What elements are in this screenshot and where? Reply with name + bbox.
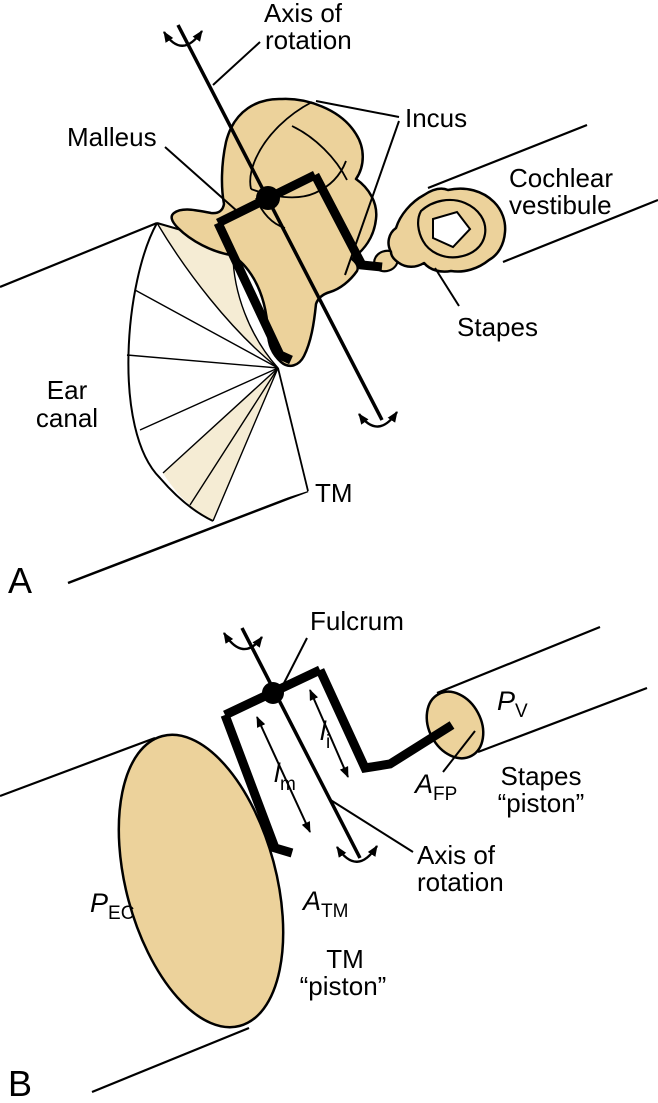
malleus-lever-arm-label: lm	[274, 758, 296, 795]
fan-line	[162, 367, 279, 474]
malleus-leader	[164, 146, 238, 212]
cochlear-vestibule-label-line2: vestibule	[509, 190, 612, 220]
axis-of-rotation-label-b-line1: Axis of	[417, 840, 496, 870]
panel-b: Fulcrum PV AFP Stapes “piston” Axis of r…	[0, 606, 648, 1103]
footplate-area-symbol: A	[413, 769, 433, 799]
panel-a: Axis of rotation Malleus Incus Cochlear …	[0, 0, 658, 601]
rotation-arrow-bottom-a	[358, 411, 398, 428]
stapes-piston-label-line1: Stapes	[501, 761, 582, 791]
axis-of-rotation-label-a-line1: Axis of	[264, 0, 343, 28]
tm-piston-label-line1: TM	[326, 944, 364, 974]
fulcrum-leader	[282, 637, 308, 686]
stapes-piston-label-line2: “piston”	[498, 788, 585, 818]
rotation-arrow-bottom-b	[336, 845, 379, 863]
ear-canal-upper-wall-line-b	[0, 736, 156, 798]
ear-canal-upper-wall-line	[0, 221, 158, 289]
panel-b-letter: B	[8, 1063, 32, 1103]
ear-canal-lower-wall-line	[67, 489, 309, 585]
tm-funnel-shaded-band	[157, 223, 278, 368]
tm-funnel-fan-lines	[126, 289, 279, 522]
ear-canal-label-line2: canal	[36, 403, 98, 433]
axis-label-leader-a	[212, 41, 261, 86]
footplate-area-label: AFP	[413, 769, 457, 805]
malleus-incus-bone	[170, 97, 378, 368]
fan-line	[139, 367, 279, 431]
malleus-lever-arm-subscript: m	[280, 774, 296, 795]
stapes-leader	[434, 267, 460, 307]
rotation-arrow-top-b	[222, 632, 263, 651]
ear-canal-lower-wall-line-b	[91, 1026, 250, 1094]
rotation-arrow-top-a	[162, 30, 203, 47]
stapes-obturator-foramen	[432, 210, 472, 249]
tm-rim-arc	[127, 222, 214, 522]
incus-lever-arm-subscript: i	[326, 732, 330, 753]
malleus-lever-arm-arrow	[256, 716, 311, 833]
tm-funnel-base	[128, 223, 308, 521]
tm-right-edge-line	[277, 367, 309, 492]
fan-line	[189, 367, 279, 506]
tm-area-label: ATM	[301, 886, 348, 922]
stapes-label: Stapes	[457, 312, 538, 342]
ossicles	[170, 97, 507, 368]
tm-piston-disc	[117, 733, 285, 1029]
tm-piston-label-line2: “piston”	[300, 971, 387, 1001]
incus-lever-arm-symbol: l	[320, 716, 327, 746]
leader-lines-a	[164, 41, 460, 307]
vestibule-pressure-subscript: V	[515, 701, 528, 722]
footplate-area-subscript: FP	[433, 784, 457, 805]
ear-canal-pressure-subscript: EC	[108, 903, 134, 924]
incus-leader-lower	[344, 120, 400, 276]
malleus-label: Malleus	[67, 122, 157, 152]
fulcrum-dot-a	[256, 186, 280, 210]
leader-lines-b	[282, 637, 476, 853]
fulcrum-dot-b	[262, 682, 284, 704]
cochlear-vestibule-lower-wall-line	[502, 198, 658, 264]
malleus-head-contour	[249, 101, 313, 190]
incus-lever-arm-arrow	[309, 689, 349, 778]
tm-area-symbol: A	[301, 886, 321, 916]
tympanic-membrane-funnel	[126, 222, 309, 522]
fulcrum-label: Fulcrum	[310, 606, 404, 636]
tm-funnel-inner-curve	[156, 222, 279, 369]
axis-of-rotation-label-a-line2: rotation	[265, 25, 352, 55]
fan-line	[212, 367, 279, 522]
incus-lever-arm-label: li	[320, 716, 330, 753]
tm-area-subscript: TM	[321, 901, 348, 922]
cochlear-vestibule-label-line1: Cochlear	[509, 163, 613, 193]
vestibule-pressure-symbol: P	[497, 686, 515, 716]
panel-a-letter: A	[8, 560, 32, 601]
vestibule-upper-wall-line-b	[436, 625, 601, 695]
axis-of-rotation-label-b-line2: rotation	[417, 867, 504, 897]
incus-body-contour	[291, 125, 348, 181]
cochlear-vestibule-upper-wall-line	[427, 123, 588, 190]
rotation-axis-line-a	[176, 24, 384, 421]
axis-label-leader-b	[328, 798, 414, 853]
ear-canal-pressure-symbol: P	[90, 888, 108, 918]
footplate-area-leader	[442, 730, 476, 773]
incus-leader-upper	[315, 100, 400, 118]
vestibule-lower-wall-line-b	[477, 686, 648, 754]
fan-line	[126, 354, 279, 369]
ear-canal-pressure-label: PEC	[90, 888, 134, 924]
ear-canal-label-line1: Ear	[47, 375, 88, 405]
incus-label: Incus	[405, 103, 467, 133]
malleus-lever-arm-symbol: l	[274, 758, 281, 788]
tm-label: TM	[315, 478, 353, 508]
tm-funnel-shaded-wedge	[163, 368, 278, 521]
vestibule-pressure-label: PV	[497, 686, 528, 722]
fan-line	[134, 289, 279, 369]
